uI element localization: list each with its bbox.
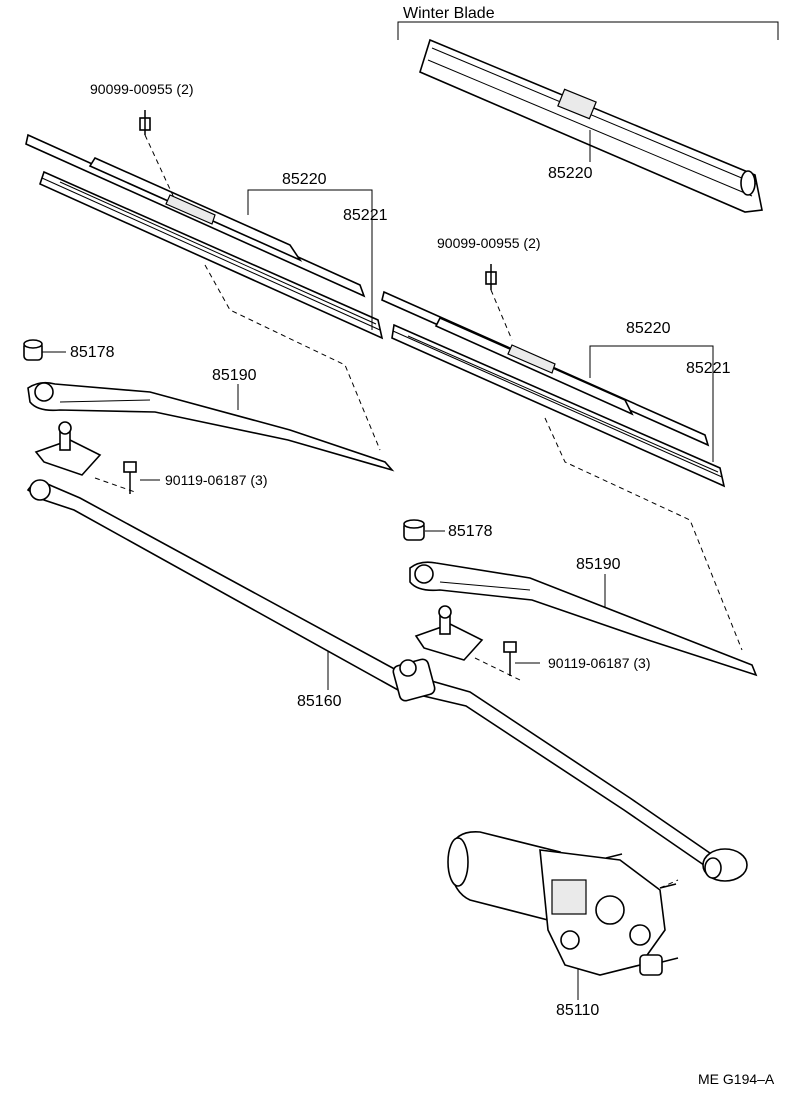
label-refill-left-85221: 85221 — [343, 207, 388, 224]
label-blade-left-85220: 85220 — [282, 171, 327, 188]
label-arm-left-85190: 85190 — [212, 367, 257, 384]
winter-blade-title: Winter Blade — [403, 5, 495, 22]
diagram-code: ME G194–A — [698, 1071, 775, 1087]
bolt-left — [123, 461, 137, 494]
screw-left — [139, 110, 176, 201]
label-cap-left-85178: 85178 — [70, 344, 115, 361]
winter-blade-bracket — [397, 21, 779, 40]
label-arm-right-85190: 85190 — [576, 556, 621, 573]
label-screw-right: 90099-00955 (2) — [437, 235, 541, 251]
label-cap-right-85178: 85178 — [448, 523, 493, 540]
cap-right — [403, 519, 425, 541]
wiper-linkage — [26, 479, 748, 882]
pivot-right — [414, 605, 484, 661]
right-wiper-blade — [381, 290, 726, 488]
label-bolt-right: 90119-06187 (3) — [548, 655, 651, 671]
label-screw-left: 90099-00955 (2) — [90, 81, 194, 97]
bolt-right — [503, 641, 517, 676]
left-wiper-arm — [27, 381, 395, 472]
cap-left — [23, 339, 43, 361]
label-blade-right-85220: 85220 — [626, 320, 671, 337]
wiper-motor — [447, 831, 679, 976]
winter-blade — [419, 38, 763, 213]
right-wiper-arm — [409, 561, 758, 677]
label-bolt-left: 90119-06187 (3) — [165, 472, 268, 488]
label-winter-blade-85220: 85220 — [548, 165, 593, 182]
label-linkage-85160: 85160 — [297, 693, 342, 710]
left-wiper-blade — [25, 133, 384, 340]
pivot-left — [34, 421, 102, 476]
label-motor-85110: 85110 — [556, 1002, 600, 1019]
label-refill-right-85221: 85221 — [686, 360, 731, 377]
leader-lines — [38, 189, 714, 1000]
screw-right — [485, 264, 513, 341]
